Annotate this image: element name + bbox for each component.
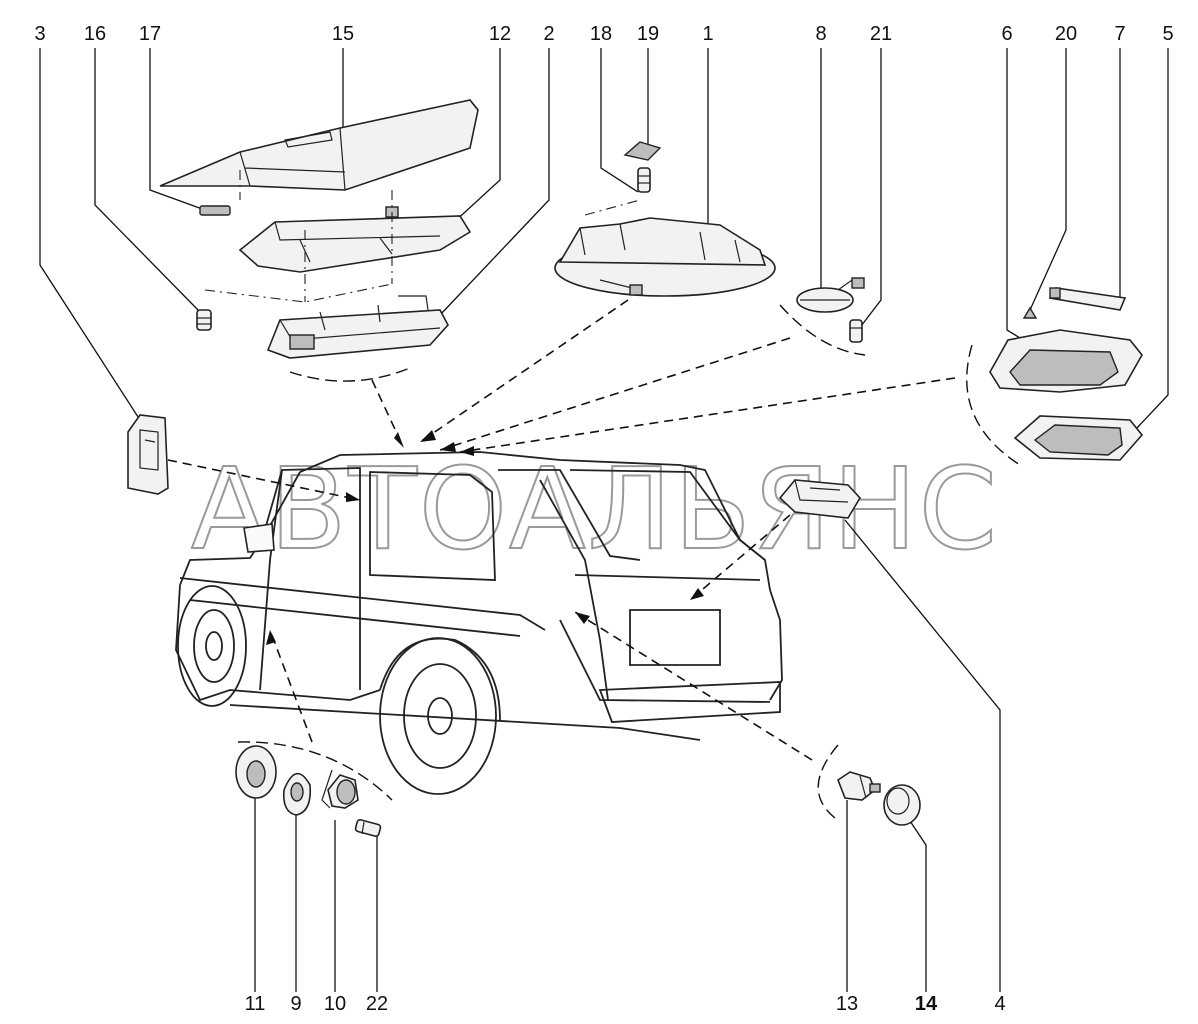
callout-15: 15 [332,23,354,45]
leader-6 [1006,48,1041,351]
part-22-screw [354,818,382,838]
arrow-top-left-group [371,379,401,441]
callout-9: 9 [290,993,301,1015]
callout-18: 18 [590,23,612,45]
callout-21: 21 [870,23,892,45]
group-arc-top-left [289,367,411,382]
part-15-roof-cover [159,99,479,191]
leader-3 [39,48,141,421]
callout-2: 2 [543,23,554,45]
arrow-rear-switch [574,611,813,761]
part-13-rear-switch [837,771,881,801]
arrowhead-8 [575,612,590,624]
part-20-bulb [1022,306,1038,319]
arrow-part-1 [419,299,629,443]
callout-17: 17 [139,23,161,45]
callout-14: 14 [915,993,938,1015]
callout-12: 12 [489,23,511,45]
callout-13: 13 [836,993,858,1015]
callout-16: 16 [84,23,106,45]
part-7-lens-strip [1048,287,1127,311]
arrowhead-4 [460,446,474,456]
callout-3: 3 [34,23,45,45]
leader-16 [94,48,201,313]
part-11-grommet [235,745,277,799]
leader-2 [439,48,550,316]
arrow-part-3 [167,459,361,501]
callout-4: 4 [994,993,1005,1015]
part-14-cap [883,784,921,826]
callout-7: 7 [1114,23,1125,45]
arrowhead-3 [440,442,456,452]
callout-labels: 3 16 17 15 12 2 18 19 1 8 21 6 20 7 5 11… [34,23,1173,1015]
arrowhead-2 [420,430,436,442]
arrow-part-8 [439,337,791,451]
callout-5: 5 [1162,23,1173,45]
arrow-door-switch [269,629,313,743]
leader-20 [1029,48,1067,311]
group-arc-rear-switch [817,744,839,819]
group-arc-part-8 [779,304,866,356]
assembly-line-18 [584,199,641,216]
assembly-lines-left [204,170,393,303]
vehicle-body [175,451,783,741]
part-8-side-lamp [796,277,865,313]
part-1-dome-lamp [554,217,776,297]
leader-12 [451,48,501,225]
part-2-lamp-base [266,295,449,359]
leader-lines [39,48,1169,992]
group-arc-door-switch [237,741,393,801]
location-arrows [167,299,956,761]
arrowhead-5 [346,492,360,502]
watermark-text: АВТОАЛЬЯНС [191,445,999,575]
callout-8: 8 [815,23,826,45]
part-17-clip [199,205,231,216]
arrowhead-1 [394,432,404,448]
arrowhead-7 [266,630,276,645]
arrow-part-6-5 [459,377,956,453]
part-3-side-lamp [127,414,169,495]
callout-22: 22 [366,993,388,1015]
part-6-lamp-frame [989,329,1143,393]
arrow-part-4 [689,514,791,601]
leader-4 [844,519,1001,992]
part-21-screw [849,319,863,343]
callout-19: 19 [637,23,659,45]
part-19-clip [623,141,662,161]
part-12-lamp-housing [238,206,472,273]
callout-10: 10 [324,993,346,1015]
callout-20: 20 [1055,23,1077,45]
rear-wheel [379,637,501,795]
part-18-screw [637,167,651,193]
leader-5 [1134,48,1169,431]
callout-6: 6 [1001,23,1012,45]
arrowhead-6 [690,588,704,600]
part-16-screw [196,309,212,331]
leader-17 [149,48,206,211]
callout-11: 11 [245,993,266,1015]
leader-18 [600,48,639,193]
part-4-cargo-lamp [778,479,861,519]
leader-21 [857,48,882,331]
part-10-door-switch [321,769,359,809]
leader-14 [907,817,927,992]
front-wheel [177,585,247,707]
part-9-gasket [282,772,312,816]
callout-1: 1 [702,23,713,45]
part-5-lamp-lens [1013,415,1144,461]
